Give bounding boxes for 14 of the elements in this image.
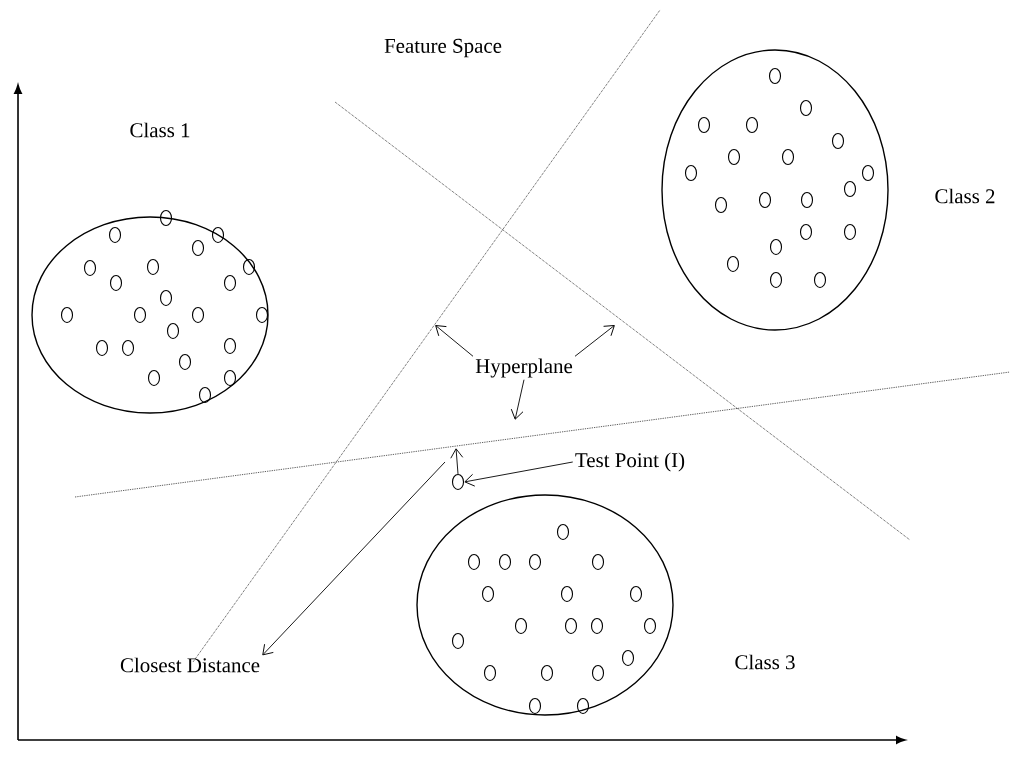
arrow	[574, 325, 615, 357]
class-label: Class 2	[935, 188, 995, 204]
callout-text: Closest Distance	[120, 657, 260, 673]
class-label: Class 3	[735, 654, 795, 670]
class-label: Class 1	[130, 122, 190, 138]
arrow	[435, 325, 474, 357]
callout-text: Test Point (I)	[575, 452, 685, 472]
arrow	[510, 379, 525, 420]
arrow	[464, 461, 574, 487]
arrow	[262, 461, 446, 656]
test-point	[451, 473, 465, 491]
callout-text: Hyperplane	[475, 358, 573, 378]
arrow	[450, 448, 464, 475]
diagram-label: Feature Space	[384, 38, 502, 58]
